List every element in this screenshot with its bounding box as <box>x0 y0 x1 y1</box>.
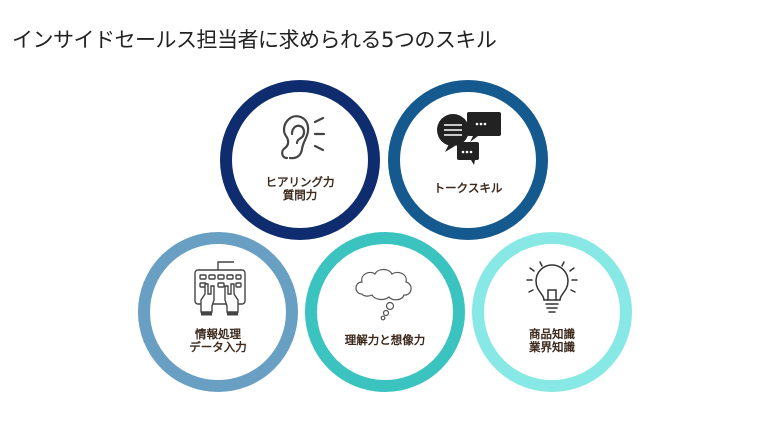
keyboard-icon <box>194 261 246 316</box>
lightbulb-icon <box>526 261 578 313</box>
skill-talk: トークスキル <box>388 80 548 240</box>
skill-hearing: ヒアリング力質問力 <box>220 80 380 240</box>
skill-label: 情報処理データ入力 <box>189 327 247 354</box>
skill-understanding: 理解力と想像力 <box>305 232 465 392</box>
ear-icon <box>281 115 326 160</box>
skill-label: ヒアリング力質問力 <box>265 175 335 202</box>
page-title: インサイドセールス担当者に求められる5つのスキル <box>12 28 497 52</box>
skill-product-knowledge: 商品知識業界知識 <box>472 232 632 392</box>
skill-label: 商品知識業界知識 <box>529 327 575 354</box>
thought-cloud-icon <box>355 268 412 321</box>
chat-bubbles-icon <box>437 112 501 165</box>
skill-data-entry: 情報処理データ入力 <box>138 232 298 392</box>
skill-label: 理解力と想像力 <box>344 333 426 347</box>
skill-label: トークスキル <box>433 181 503 195</box>
